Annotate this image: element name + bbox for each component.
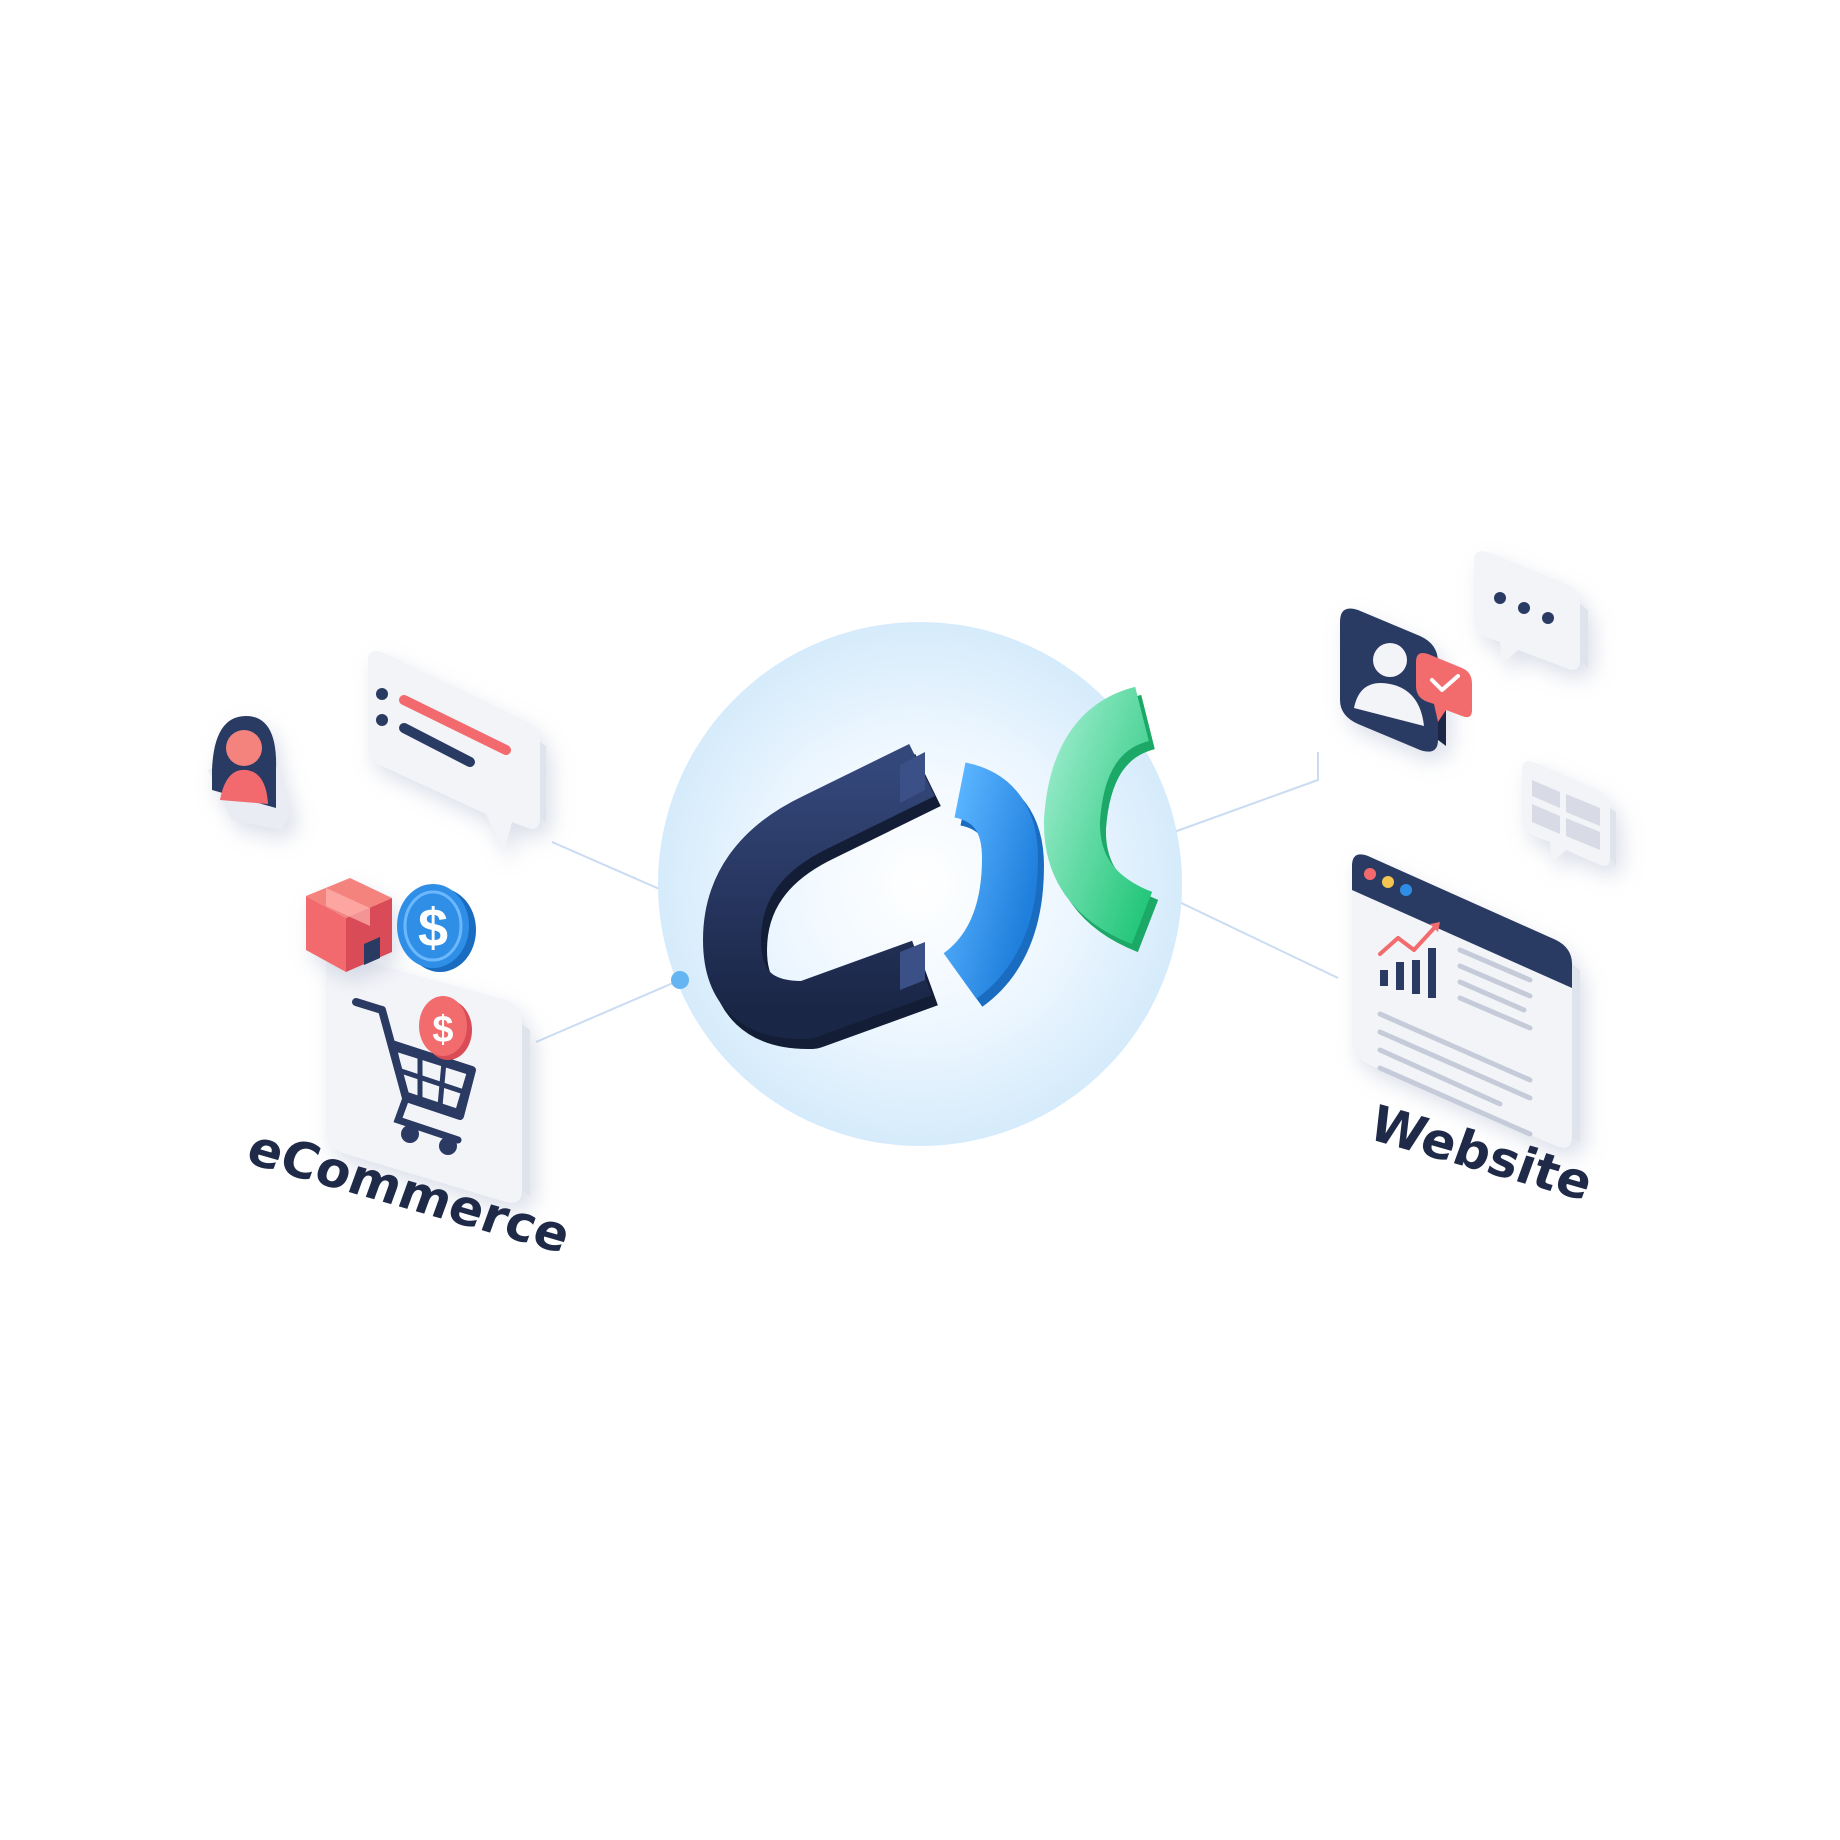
connector-hub-to-browser	[1149, 887, 1339, 979]
integration-hub	[658, 622, 1182, 1146]
blue-link-icon	[942, 762, 1045, 1007]
navy-link-icon	[703, 743, 941, 1050]
green-link-icon	[1043, 686, 1159, 953]
svg-text:$: $	[432, 1009, 453, 1051]
svg-text:$: $	[418, 898, 448, 958]
shopping-cart-icon	[352, 998, 476, 1155]
connector-cart-to-hub	[535, 979, 681, 1043]
connector-hub-to-profile	[1151, 752, 1319, 841]
customer-avatar-icon	[208, 716, 292, 830]
coin-coral-icon: $	[419, 996, 472, 1060]
package-box-icon	[306, 878, 392, 972]
approval-badge-icon	[1416, 653, 1472, 722]
hub-connector-dot	[671, 971, 689, 989]
message-bubble-icon	[368, 651, 546, 852]
typing-bubble-icon	[1474, 551, 1588, 670]
text-lines-icon	[1377, 947, 1533, 1137]
coin-blue-icon: $	[397, 884, 476, 972]
analytics-chart-icon	[1378, 922, 1440, 998]
layout-grid-icon	[1522, 761, 1616, 866]
